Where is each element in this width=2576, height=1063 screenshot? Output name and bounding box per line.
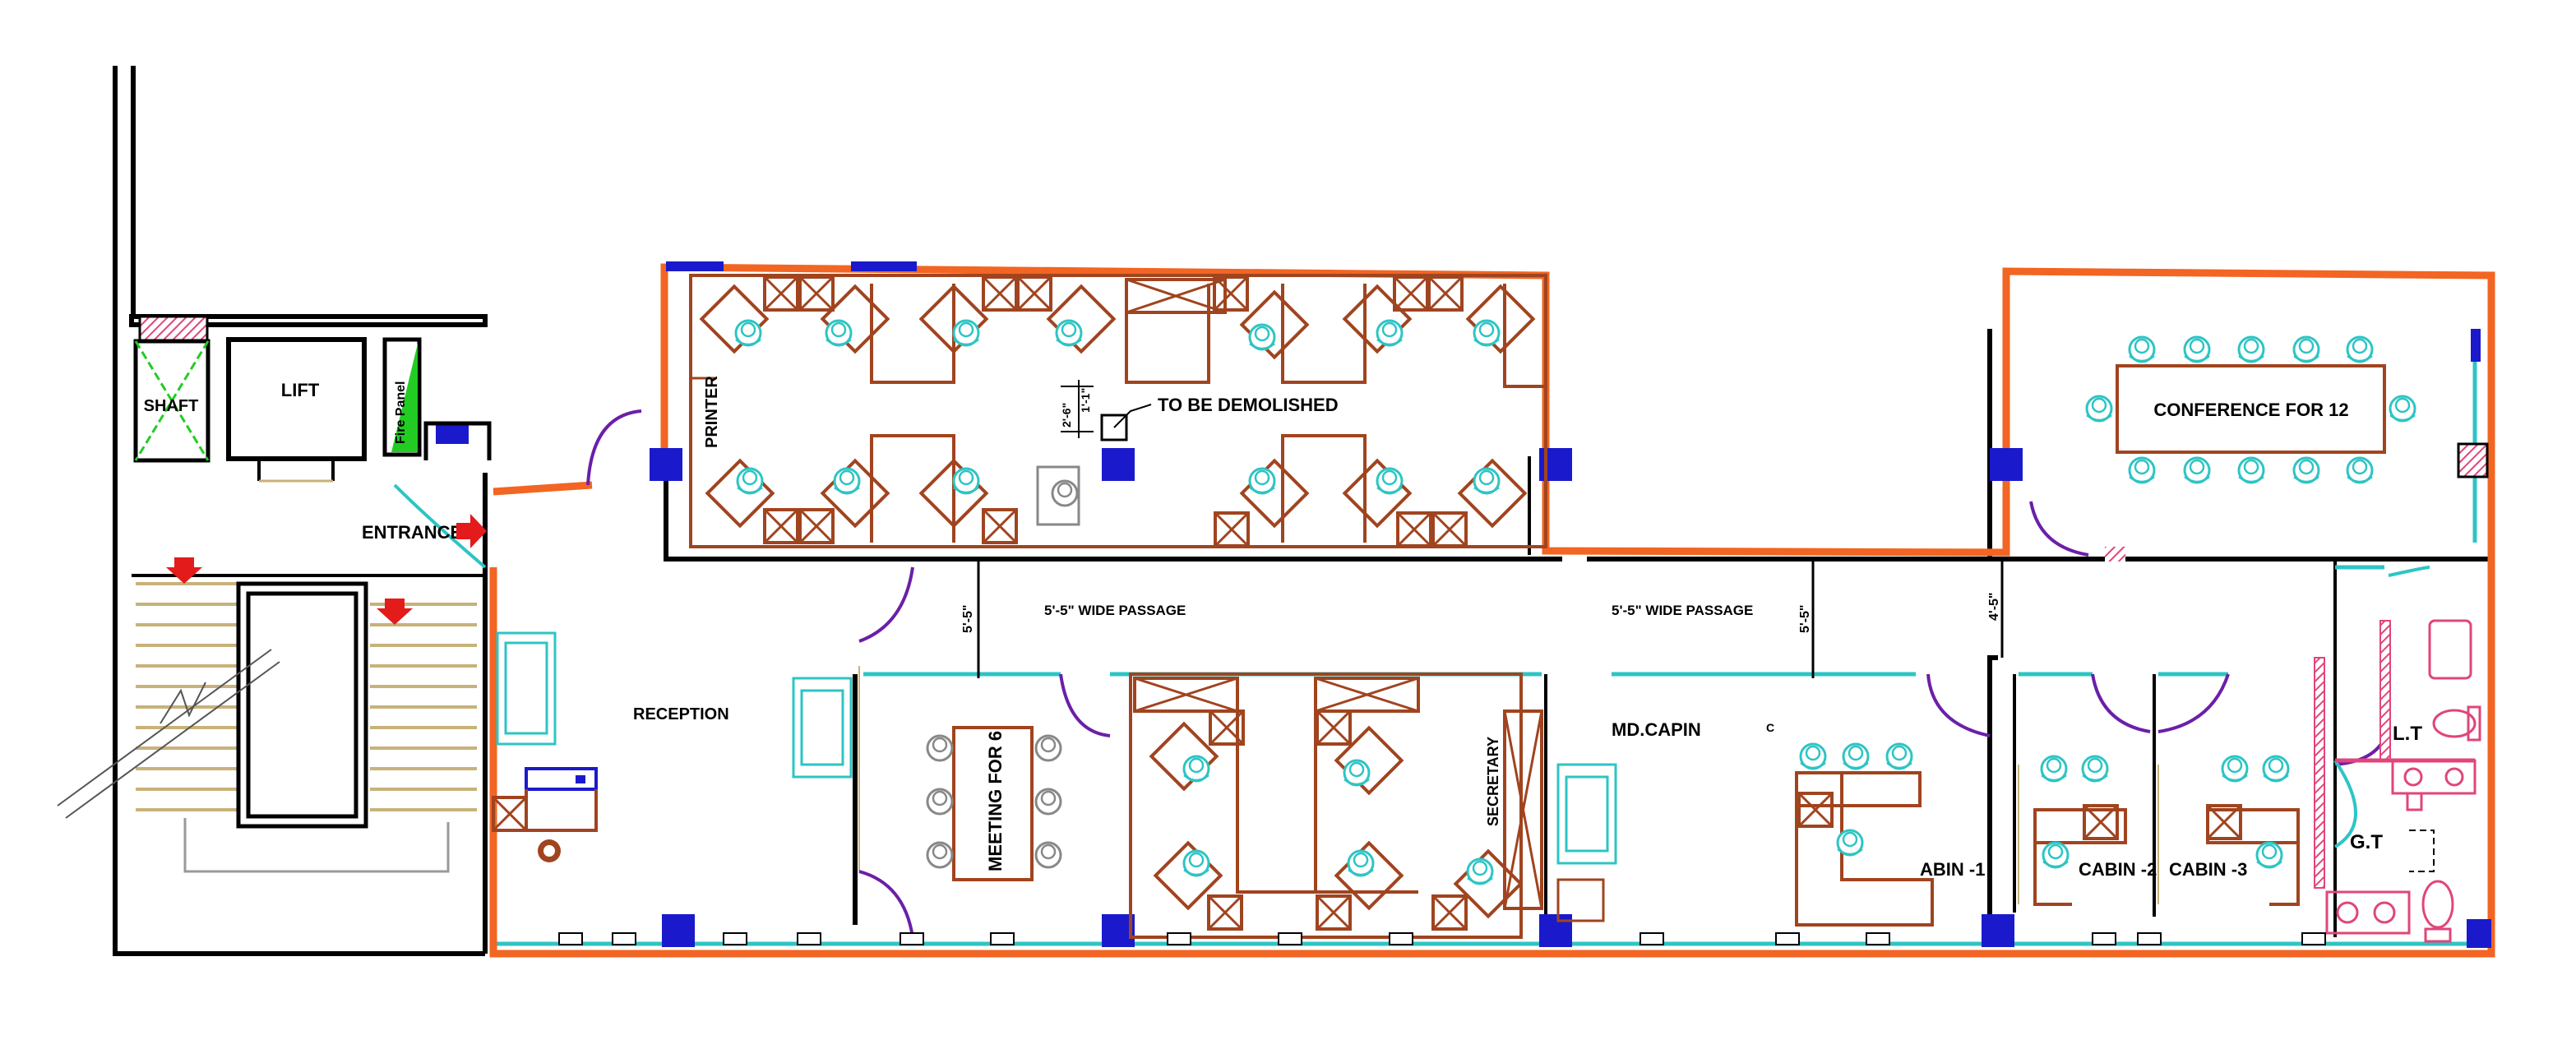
- shaft-label: SHAFT: [144, 397, 199, 415]
- stair-down-arrows: [166, 557, 413, 625]
- passage-label-right: 5'-5" WIDE PASSAGE: [1612, 603, 1753, 618]
- conference-label: CONFERENCE FOR 12: [2153, 400, 2348, 420]
- reception-desk: RECEPTION: [492, 705, 729, 862]
- toilet-block: L.T G.T: [2314, 619, 2481, 943]
- printer-label: PRINTER: [703, 376, 721, 448]
- md-cabin-label: MD.CAPIN: [1612, 719, 1701, 740]
- meeting-label: MEETING FOR 6: [985, 731, 1006, 871]
- md-cabin: MD.CAPIN C ABIN -1: [1556, 719, 1985, 927]
- secretary-station: SECRETARY: [1431, 709, 1543, 931]
- reception-label: RECEPTION: [633, 705, 729, 723]
- building-core: [113, 66, 488, 956]
- cabin2-label: CABIN -2: [2079, 859, 2157, 880]
- lounge-sofa-3: [1556, 763, 1617, 865]
- entrance-marker: ENTRANCE: [362, 514, 487, 548]
- conference-room-12: CONFERENCE FOR 12: [2085, 335, 2489, 562]
- stair-break-line: [57, 649, 280, 819]
- passage-dim-2: 5'-5": [1798, 604, 1812, 633]
- passage-label-left: 5'-5" WIDE PASSAGE: [1044, 603, 1186, 618]
- stair-flights: [136, 582, 477, 811]
- demolish-callout: 2'-6" 1'-1" TO BE DEMOLISHED: [1060, 380, 1339, 441]
- cabin-2: CABIN -2: [2033, 755, 2157, 906]
- to-be-demolished-label: TO BE DEMOLISHED: [1158, 395, 1339, 415]
- entrance-label: ENTRANCE: [362, 522, 462, 543]
- workstation-cluster-center: [1129, 672, 1523, 939]
- fire-panel-label: Fire Panel: [394, 381, 408, 444]
- dim-2-6: 2'-6": [1060, 403, 1073, 428]
- passage-dimensions: [977, 559, 2004, 678]
- dim-1-1: 1'-1": [1079, 388, 1092, 413]
- gt-label: G.T: [2350, 831, 2383, 853]
- lift: LIFT: [226, 337, 367, 483]
- cabin1-label: ABIN -1: [1920, 859, 1985, 880]
- lounge-sofa-2: [792, 677, 853, 779]
- passage-dim-3: 4'-5": [1987, 592, 2001, 621]
- md-cabin-mark: C: [1766, 721, 1774, 734]
- lift-label: LIFT: [281, 380, 320, 400]
- secretary-label: SECRETARY: [1485, 737, 1501, 826]
- lt-label: L.T: [2393, 723, 2422, 745]
- entrance-arrow-icon: [456, 514, 487, 548]
- lounge-sofa-1: [496, 631, 557, 746]
- doors: [393, 409, 2430, 938]
- stair-well: [183, 581, 450, 873]
- fire-panel: Fire Panel: [382, 337, 492, 460]
- passage-dim-1: 5'-5": [961, 604, 975, 633]
- structural-columns: [650, 261, 2491, 948]
- cabin-3: CABIN -3: [2169, 755, 2300, 906]
- meeting-room-6: MEETING FOR 6: [926, 726, 1062, 881]
- shaft: SHAFT: [133, 315, 210, 463]
- cabin3-label: CABIN -3: [2169, 859, 2247, 880]
- demolish-outline: [489, 263, 2495, 958]
- window-mullions: [558, 932, 2326, 945]
- glass-partitions: [493, 329, 2491, 946]
- workstation-cluster-left: PRINTER: [689, 274, 1547, 548]
